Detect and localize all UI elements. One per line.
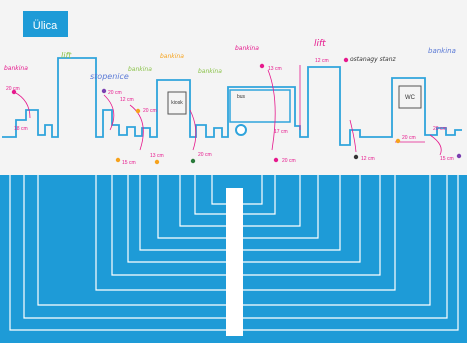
dist-7: 20 cm <box>143 108 157 114</box>
dist-14: 20 cm <box>402 135 416 141</box>
bus-wheel-icon <box>235 124 247 136</box>
label-bankina-top: bankina <box>160 53 184 60</box>
wc-box <box>398 85 422 109</box>
measure-markers <box>13 65 442 156</box>
dist-1: 20 cm <box>6 86 20 92</box>
street-profile-line <box>2 57 462 146</box>
dist-13: 12 cm <box>361 156 375 162</box>
label-ostanagy-stanz: ostanagy stanz <box>350 56 397 63</box>
label-bankina-1: bankina <box>4 65 28 72</box>
dist-6: 13 cm <box>150 153 164 159</box>
wc-box-label: WC <box>405 95 416 101</box>
label-bankina-2: bankina <box>128 66 152 73</box>
dist-5: 15 cm <box>122 160 136 166</box>
dist-11: 12 cm <box>315 58 329 64</box>
measure-dots <box>11 57 462 165</box>
label-bankina-3: bankina <box>198 68 222 75</box>
dist-16: 20 cm <box>433 126 447 132</box>
kiosk-box <box>167 91 187 115</box>
label-lift-right: lift <box>314 39 326 49</box>
dist-3: 20 cm <box>108 90 122 96</box>
kiosk-box-label: kiosk <box>171 100 183 106</box>
title-badge-text: Ülica <box>33 20 58 32</box>
bus-box-label: bus <box>237 94 246 100</box>
dist-10: 20 cm <box>282 158 296 164</box>
label-bankina-top2: bankina <box>235 45 259 52</box>
dist-4: 12 cm <box>120 97 134 103</box>
dist-8: 20 cm <box>198 152 212 158</box>
label-lift-left: lift <box>61 51 72 60</box>
label-stopenice: stopenice <box>90 72 129 81</box>
title-badge <box>23 11 68 37</box>
dist-9: 13 cm <box>268 66 282 72</box>
white-bar <box>226 188 243 336</box>
dist-12: 17 cm <box>274 129 288 135</box>
label-bankina-4: bankina <box>428 47 456 55</box>
bus-box <box>229 89 291 123</box>
dist-15: 15 cm <box>440 156 454 162</box>
dist-2: 18 cm <box>14 126 28 132</box>
